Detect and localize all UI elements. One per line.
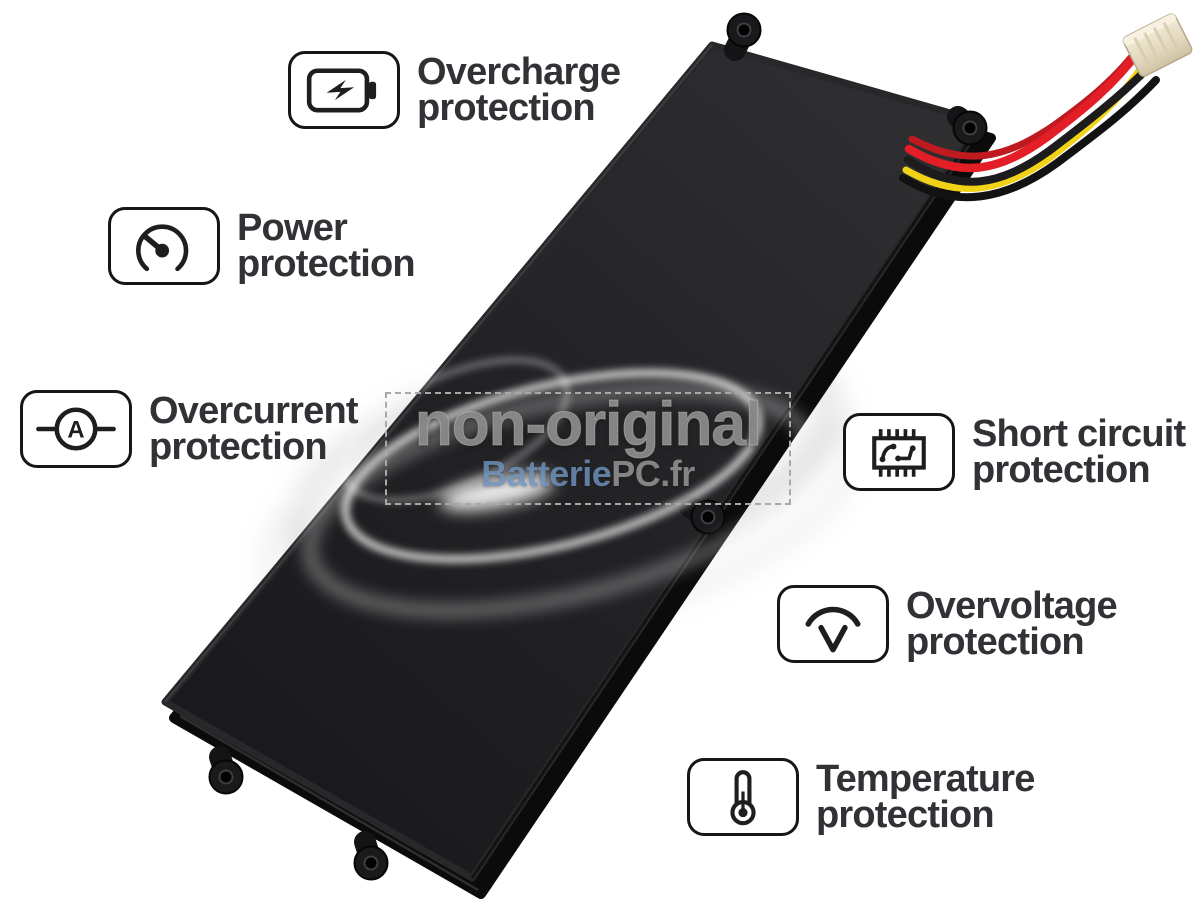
feature-callout-short-circuit: Short circuit protection <box>843 413 1186 491</box>
feature-label: Overcurrent protection <box>149 390 359 468</box>
overvoltage-icon-box <box>777 585 889 663</box>
temperature-icon-box <box>687 758 799 836</box>
feature-callout-overcharge: Overcharge protection <box>288 51 621 129</box>
feature-label: Short circuit protection <box>972 413 1186 491</box>
battery-bevel-highlight <box>179 714 479 892</box>
feature-label: Overvoltage protection <box>906 585 1118 663</box>
feature-label-line1: Overvoltage <box>906 585 1118 627</box>
feature-callout-overvoltage: Overvoltage protection <box>777 585 1118 663</box>
watermark-brand: BatteriePC.fr <box>387 454 789 494</box>
mounting-tab-bottom-left <box>208 746 244 795</box>
mounting-tabs <box>208 12 988 881</box>
feature-label-line2: protection <box>149 426 328 468</box>
feature-label: Power protection <box>237 207 416 285</box>
ammeter-icon: A <box>36 407 116 451</box>
wire-connector <box>1122 13 1193 77</box>
feature-callout-overcurrent: A Overcurrent protection <box>20 390 359 468</box>
watermark-text: non-original <box>414 390 762 459</box>
watermark-box: non-original BatteriePC.fr <box>385 392 791 505</box>
feature-label-line1: Power <box>237 207 348 249</box>
mounting-tab-right-corner <box>947 106 988 146</box>
battery-charge-icon <box>306 68 377 113</box>
mounting-tab-top <box>724 12 762 61</box>
feature-label-line2: protection <box>816 794 995 836</box>
feature-label-line2: protection <box>972 449 1151 491</box>
short-circuit-icon-box <box>843 413 955 491</box>
overcurrent-icon-box: A <box>20 390 132 468</box>
power-icon-box <box>108 207 220 285</box>
wire-harness <box>899 41 1160 202</box>
mounting-tab-middle <box>679 496 726 535</box>
watermark-brand-name: Batterie <box>481 453 612 494</box>
feature-label-line1: Short circuit <box>972 413 1186 455</box>
feature-label: Overcharge protection <box>417 51 621 129</box>
wire-black-1 <box>904 65 1151 186</box>
circuit-chip-icon <box>872 429 926 477</box>
feature-label-line1: Overcharge <box>417 51 621 93</box>
feature-callout-temperature: Temperature protection <box>687 758 1035 836</box>
battery-edge-highlight <box>164 44 713 703</box>
ammeter-letter: A <box>67 416 84 443</box>
feature-label-line1: Overcurrent <box>149 390 359 432</box>
feature-label-line1: Temperature <box>816 758 1035 800</box>
feature-label-line2: protection <box>237 243 416 285</box>
wire-black-2 <box>899 76 1160 202</box>
gloss-swoosh <box>304 357 816 616</box>
voltage-icon <box>805 606 861 653</box>
wire-red-1 <box>904 46 1144 173</box>
feature-callout-power: Power protection <box>108 207 416 285</box>
feature-label: Temperature protection <box>816 758 1035 836</box>
watermark-brand-domain: PC.fr <box>611 453 695 494</box>
mounting-tab-bottom-mid <box>353 831 389 881</box>
feature-label-line2: protection <box>906 621 1085 663</box>
feature-label-line2: protection <box>417 87 596 129</box>
overcharge-icon-box <box>288 51 400 129</box>
power-gauge-icon <box>136 224 189 272</box>
battery-right-edge <box>470 121 984 879</box>
thermometer-icon <box>730 770 756 826</box>
